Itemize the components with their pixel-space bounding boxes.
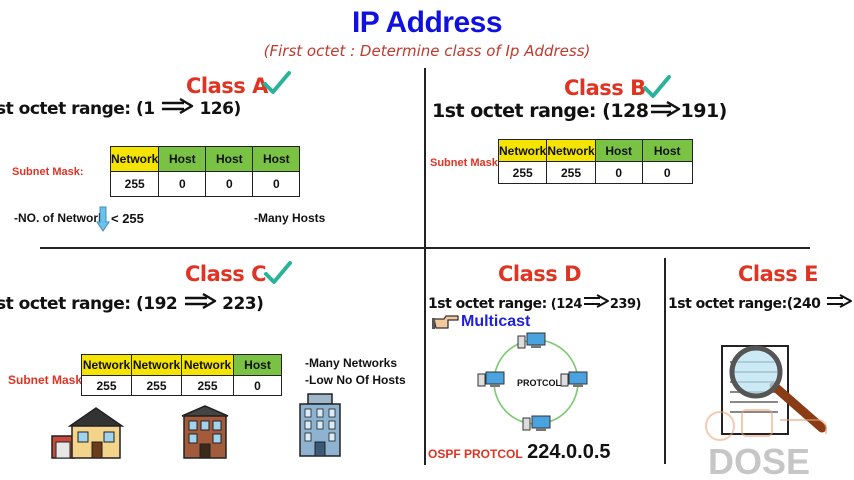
mask-value-cell: 255 xyxy=(497,161,548,184)
mask-header-cell: Network xyxy=(546,139,596,162)
checkmark-icon xyxy=(262,70,292,103)
range-label: 1st octet range: xyxy=(432,100,597,122)
class-c-title: Class C xyxy=(185,262,267,286)
class-d-ospf: OSPF PROTCOL 224.0.0.5 xyxy=(428,441,611,464)
range-to: 239) xyxy=(609,297,642,312)
range-to: 223) xyxy=(222,294,264,314)
page-title: IP Address xyxy=(351,6,503,39)
house-icon xyxy=(48,404,128,465)
mask-value-cell: 255 xyxy=(109,171,160,197)
divider-vertical-top xyxy=(424,68,426,248)
class-d-range: 1st octet range: (124 239) xyxy=(428,294,641,312)
double-arrow-icon xyxy=(160,97,194,119)
double-arrow-icon xyxy=(649,100,681,122)
class-b-mask-label: Subnet Mask xyxy=(430,157,498,169)
mask-header-row: Network Network Network Host xyxy=(81,354,282,376)
range-label: st octet range: xyxy=(0,99,131,119)
mask-value-cell: 255 xyxy=(546,161,596,184)
mask-value-cell: 0 xyxy=(205,171,254,197)
class-c-mask-label: Subnet Mask xyxy=(8,373,83,387)
class-a-note-hosts: -Many Hosts xyxy=(254,211,326,225)
mask-header-cell: Network xyxy=(131,354,182,376)
page-subtitle: (First octet : Determine class of Ip Add… xyxy=(263,42,591,60)
mask-header-cell: Host xyxy=(252,146,301,172)
multicast-label: Multicast xyxy=(461,313,531,330)
class-a-title: Class A xyxy=(186,74,268,98)
class-e-title: Class E xyxy=(738,262,818,286)
computer-icon xyxy=(477,371,505,387)
class-b-range: 1st octet range: (128 191) xyxy=(432,100,727,122)
range-from: (240 xyxy=(786,296,821,312)
range-to: 191) xyxy=(680,100,728,122)
class-a-range: st octet range: (1 126) xyxy=(0,97,241,119)
mask-value-cell: 0 xyxy=(252,171,301,197)
protocol-label: PROTCOL xyxy=(517,378,561,388)
class-c-mask-table: Network Network Network Host 255 255 255… xyxy=(81,354,282,396)
range-label: 1st octet range: xyxy=(428,296,547,312)
mask-header-cell: Host xyxy=(594,139,643,162)
class-d-title: Class D xyxy=(498,262,582,286)
divider-vertical-bottom-right xyxy=(664,258,666,464)
checkmark-icon xyxy=(263,260,293,293)
range-label: st octet range: xyxy=(0,294,131,314)
watermark-text: DOSE xyxy=(708,441,810,480)
dose-watermark-logo: DOSE xyxy=(700,404,840,480)
pointing-hand-icon xyxy=(432,313,460,336)
computer-icon xyxy=(522,415,551,431)
mask-value-cell: 0 xyxy=(594,161,643,184)
mask-header-cell: Host xyxy=(205,146,254,172)
class-a-network-limit: < 255 xyxy=(111,211,144,226)
mask-header-cell: Network xyxy=(109,146,160,172)
class-c-note-hosts: -Low No Of Hosts xyxy=(305,373,406,387)
townhouse-icon xyxy=(180,404,230,465)
mask-value-row: 255 0 0 0 xyxy=(109,171,301,197)
double-arrow-icon xyxy=(582,294,610,312)
range-to: 126) xyxy=(199,99,241,119)
class-b-mask-table: Network Network Host Host 255 255 0 0 xyxy=(497,139,693,184)
mask-value-cell: 255 xyxy=(81,375,132,396)
class-a-mask-table: Network Host Host Host 255 0 0 0 xyxy=(109,146,301,197)
mask-header-row: Network Host Host Host xyxy=(109,146,301,172)
range-label: 1st octet range: xyxy=(668,296,787,312)
range-from: (1 xyxy=(136,99,155,119)
computer-icon xyxy=(517,332,546,349)
computer-icon xyxy=(560,371,588,387)
mask-header-row: Network Network Host Host xyxy=(497,139,693,162)
multicast-network-diagram xyxy=(476,330,594,443)
class-c-note-networks: -Many Networks xyxy=(305,356,398,370)
mask-header-cell: Network xyxy=(181,354,234,376)
class-a-note-networks: -NO. of Network xyxy=(14,211,105,225)
mask-value-row: 255 255 255 0 xyxy=(81,375,282,396)
range-from: (128 xyxy=(602,100,649,122)
class-e-range: 1st octet range:(240 2 xyxy=(668,294,854,312)
mask-header-cell: Host xyxy=(233,354,282,376)
range-from: (124 xyxy=(550,297,583,312)
divider-vertical-bottom-left xyxy=(424,249,426,465)
mask-header-cell: Network xyxy=(497,139,548,162)
ospf-label: OSPF PROTCOL xyxy=(428,447,523,461)
office-building-icon xyxy=(296,392,344,463)
mask-value-cell: 0 xyxy=(641,161,693,184)
ospf-address: 224.0.0.5 xyxy=(527,441,611,463)
mask-header-cell: Host xyxy=(158,146,207,172)
mask-value-cell: 255 xyxy=(181,375,234,396)
checkmark-icon xyxy=(642,74,672,107)
class-b-title: Class B xyxy=(564,76,646,100)
mask-header-cell: Network xyxy=(81,354,132,376)
mask-value-row: 255 255 0 0 xyxy=(497,161,693,184)
class-a-mask-label: Subnet Mask: xyxy=(12,166,84,178)
mask-value-cell: 0 xyxy=(158,171,207,197)
double-arrow-icon xyxy=(825,294,853,312)
class-c-range: st octet range: (192 223) xyxy=(0,292,264,314)
divider-horizontal xyxy=(40,247,810,249)
double-arrow-icon xyxy=(183,292,217,314)
mask-header-cell: Host xyxy=(641,139,693,162)
mask-value-cell: 0 xyxy=(233,375,282,396)
range-from: (192 xyxy=(136,294,178,314)
down-arrow-icon xyxy=(96,206,110,237)
note-text: -NO. of Network xyxy=(14,211,105,225)
mask-value-cell: 255 xyxy=(131,375,182,396)
